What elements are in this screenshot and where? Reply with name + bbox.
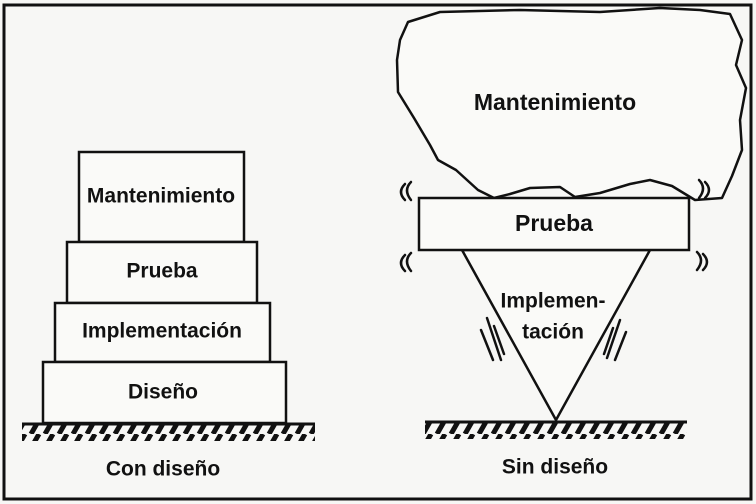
stack-block-maintenance: Mantenimiento: [77, 150, 246, 244]
with-design-panel: Mantenimiento Prueba Implementación Dise…: [22, 150, 315, 481]
ground-left: [22, 422, 315, 441]
triangle-label-line1: Implemen-: [500, 290, 605, 313]
ground-right: [425, 420, 687, 439]
diagram-frame: [2, 3, 753, 501]
bar-label-testing: Prueba: [515, 210, 593, 236]
stack-label-maintenance: Mantenimiento: [87, 185, 235, 208]
stack-block-testing: Prueba: [65, 240, 259, 305]
stack-block-design: Diseño: [41, 360, 288, 425]
maintenance-cloud: [395, 6, 748, 202]
testing-bar: Prueba: [417, 196, 691, 252]
caption-without-design: Sin diseño: [502, 456, 608, 479]
cloud-label-maintenance: Mantenimiento: [474, 89, 636, 115]
caption-with-design: Con diseño: [106, 458, 220, 481]
stack-block-implementation: Implementación: [53, 301, 272, 364]
stack-label-implementation: Implementación: [82, 320, 242, 343]
without-design-panel: Mantenimiento Implemen- tación Prueba Si…: [395, 6, 748, 479]
stack-label-design: Diseño: [128, 381, 198, 404]
wobble-marks: [399, 178, 711, 362]
triangle-label-line2: tación: [522, 321, 584, 344]
stack-label-testing: Prueba: [126, 260, 198, 283]
